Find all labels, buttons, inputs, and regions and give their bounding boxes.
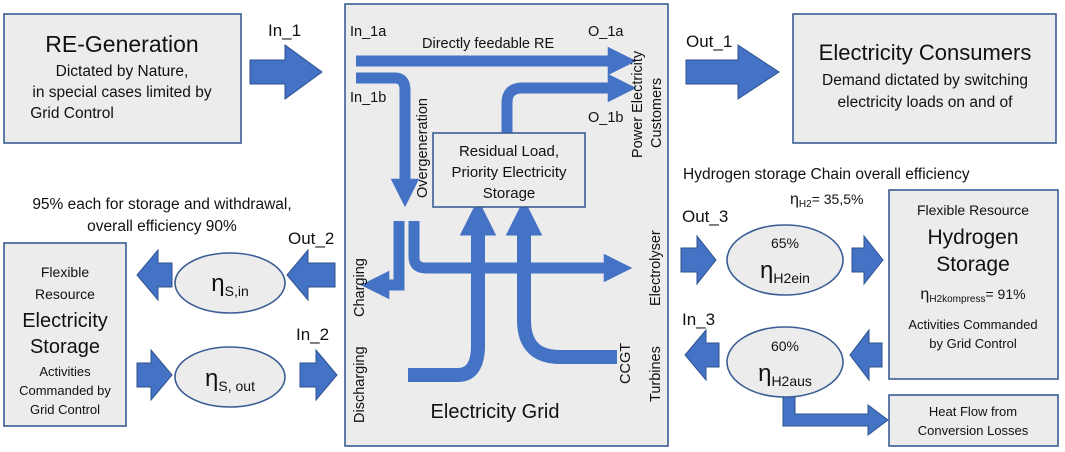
eta-h2ein-label: ηH2ein	[760, 257, 810, 286]
directly-feedable-label: Directly feedable RE	[422, 36, 554, 52]
re-generation-line1: Dictated by Nature,	[56, 63, 189, 80]
eta-s-in-ellipse	[174, 252, 286, 314]
in-3-arrow-a	[849, 328, 883, 382]
residual-line1: Residual Load,	[459, 143, 559, 160]
electricity-storage-line6: Commanded by	[19, 383, 111, 398]
residual-line2: Priority Electricity	[451, 164, 567, 181]
out-2-label: Out_2	[288, 229, 334, 248]
eta-h2aus-label: ηH2aus	[758, 360, 812, 389]
consumers-line1: Demand dictated by switching	[822, 72, 1028, 89]
re-generation-box	[3, 13, 242, 144]
in-1-label: In_1	[268, 21, 301, 40]
in-1a-label: In_1a	[350, 24, 387, 40]
hydrogen-storage-eta: ηH2kompress= 91%	[920, 286, 1025, 305]
re-generation-line2: in special cases limited by	[32, 84, 211, 101]
discharging-label: Discharging	[352, 346, 368, 423]
electricity-storage-line1: Flexible	[41, 264, 89, 280]
hydrogen-chain-title: Hydrogen storage Chain overall efficienc…	[683, 166, 970, 183]
overgeneration-label: Overgeneration	[415, 98, 431, 198]
electrolyser-label: Electrolyser	[648, 230, 664, 306]
hydrogen-storage-line1: Flexible Resource	[917, 202, 1029, 218]
out-2-arrow-a	[286, 248, 336, 302]
eta-h2ein-percent: 65%	[771, 235, 799, 251]
out-2-arrow-b	[136, 248, 173, 302]
in-2-arrow-a	[136, 348, 173, 402]
eta-s-out-label: ηS, out	[205, 365, 255, 394]
out-3-arrow-a	[680, 234, 717, 286]
electricity-storage-line7: Grid Control	[30, 402, 100, 417]
turbines-label: Turbines	[648, 346, 664, 402]
in-2-arrow-b	[299, 348, 338, 402]
in-3-label: In_3	[682, 310, 715, 329]
hydrogen-storage-line3: Storage	[936, 253, 1010, 276]
in-2-label: In_2	[296, 325, 329, 344]
electricity-storage-line4: Storage	[30, 336, 100, 358]
power-customers-line2: Customers	[649, 78, 665, 148]
electricity-storage-line2: Resource	[35, 286, 95, 302]
in-1b-label: In_1b	[350, 90, 386, 106]
out-3-label: Out_3	[682, 207, 728, 226]
charging-label: Charging	[352, 258, 368, 317]
eta-h2aus-percent: 60%	[771, 338, 799, 354]
heat-flow-box	[888, 394, 1059, 447]
eta-h2aus-ellipse	[726, 326, 844, 398]
hydrogen-storage-line2: Hydrogen	[927, 226, 1018, 249]
electricity-storage-line3: Electricity	[22, 310, 108, 332]
consumers-title: Electricity Consumers	[819, 40, 1032, 65]
storage-efficiency-line1: 95% each for storage and withdrawal,	[32, 196, 291, 213]
hydrogen-storage-line5: by Grid Control	[929, 336, 1017, 351]
hydrogen-storage-box	[888, 189, 1059, 380]
grid-label: Electricity Grid	[431, 401, 560, 423]
power-customers-line1: Power Electricity	[630, 50, 646, 158]
overgeneration-feed-arrow	[356, 72, 420, 208]
o-1b-label: O_1b	[588, 110, 623, 126]
storage-efficiency-line2: overall efficiency 90%	[87, 218, 237, 235]
re-generation-line3: Grid Control	[30, 105, 114, 122]
in-1-arrow	[249, 44, 323, 100]
in-3-arrow-b	[684, 328, 720, 382]
charging-arrow	[360, 221, 405, 300]
electricity-storage-line5: Activities	[39, 364, 91, 379]
ccgt-return-arrow	[505, 199, 617, 364]
ccgt-label: CCGT	[618, 343, 634, 384]
out-1-label: Out_1	[686, 32, 732, 51]
o-1a-label: O_1a	[588, 24, 624, 40]
heat-flow-line1: Heat Flow from	[929, 404, 1017, 419]
eta-h2ein-ellipse	[726, 224, 844, 296]
re-generation-title: RE-Generation	[45, 31, 198, 57]
eta-s-in-label: ηS,in	[211, 270, 248, 299]
electricity-storage-box	[3, 242, 127, 427]
hydrogen-chain-eta: ηH2= 35,5%	[790, 191, 863, 210]
discharging-arrow	[408, 199, 497, 382]
heat-flow-line2: Conversion Losses	[918, 423, 1029, 438]
residual-line3: Storage	[483, 185, 536, 202]
eta-s-out-ellipse	[174, 346, 286, 408]
residual-load-box	[432, 132, 586, 208]
residual-to-customers-arrow	[501, 73, 637, 133]
hydrogen-storage-line4: Activities Commanded	[908, 317, 1037, 332]
out-3-arrow-b	[851, 234, 884, 286]
out-1-arrow	[685, 44, 780, 100]
consumers-line2: electricity loads on and of	[838, 94, 1014, 111]
electricity-consumers-box	[792, 13, 1057, 144]
electrolyser-arrow	[408, 221, 633, 283]
